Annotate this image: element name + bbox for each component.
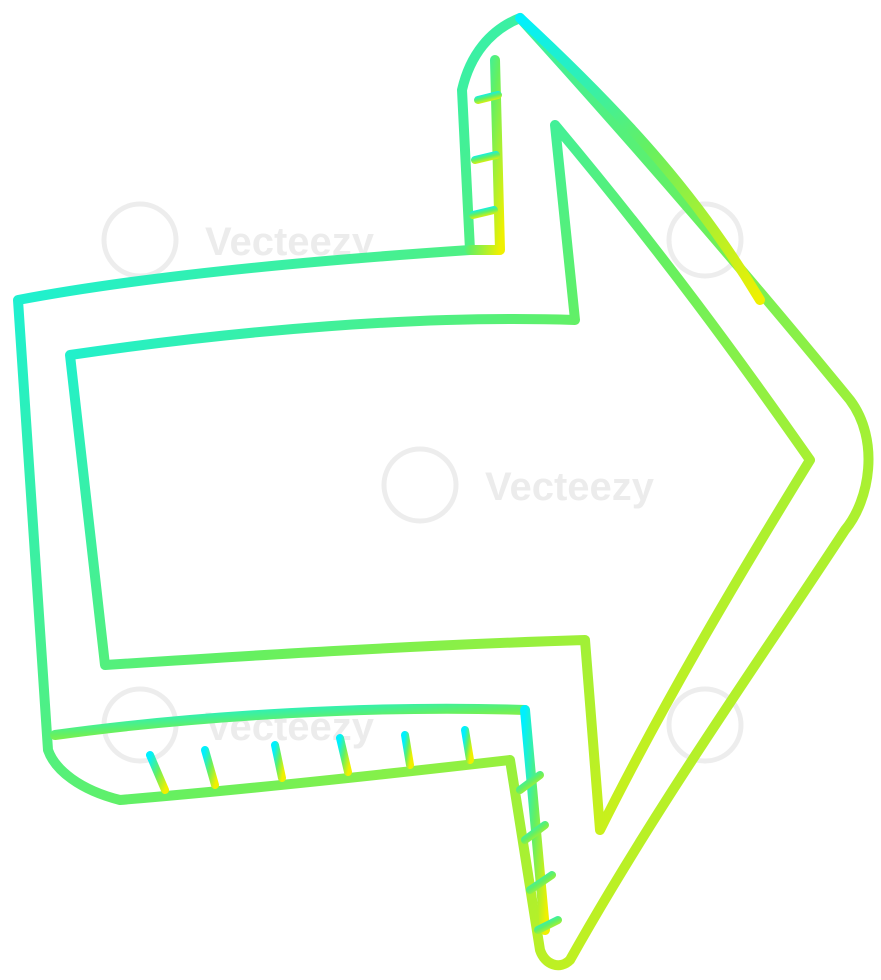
watermark-logo-icon bbox=[666, 201, 744, 279]
watermark-logo-icon bbox=[381, 446, 459, 524]
hatch-mark bbox=[521, 821, 549, 844]
hatch-mark bbox=[534, 916, 562, 934]
watermark-logo-icon bbox=[101, 201, 179, 279]
hatch-mark bbox=[474, 91, 502, 104]
hatch-mark bbox=[401, 731, 414, 769]
arrow-head-side bbox=[520, 705, 550, 935]
watermark-text: Vecteezy bbox=[485, 465, 655, 509]
arrow-head-edge bbox=[515, 13, 765, 305]
arrow-strokes bbox=[13, 13, 874, 971]
hatch-mark bbox=[336, 734, 352, 776]
hatch-mark bbox=[471, 151, 500, 164]
hatch-mark bbox=[146, 751, 169, 794]
arrow-notch-side bbox=[465, 55, 505, 255]
arrow-shaft-side bbox=[50, 703, 530, 740]
hatch-mark bbox=[271, 741, 286, 782]
watermark: Vecteezy Vecteezy Vecteezy bbox=[101, 201, 744, 764]
hatch-mark bbox=[201, 746, 219, 789]
arrow-outer-outline bbox=[13, 13, 874, 971]
arrow-hatching bbox=[146, 91, 562, 934]
hatch-mark bbox=[469, 206, 498, 219]
watermark-logo-icon bbox=[666, 686, 744, 764]
hatch-mark bbox=[526, 871, 556, 894]
arrow-inner-outline bbox=[65, 120, 815, 835]
hatch-mark bbox=[461, 726, 474, 764]
hatch-mark bbox=[516, 771, 544, 794]
